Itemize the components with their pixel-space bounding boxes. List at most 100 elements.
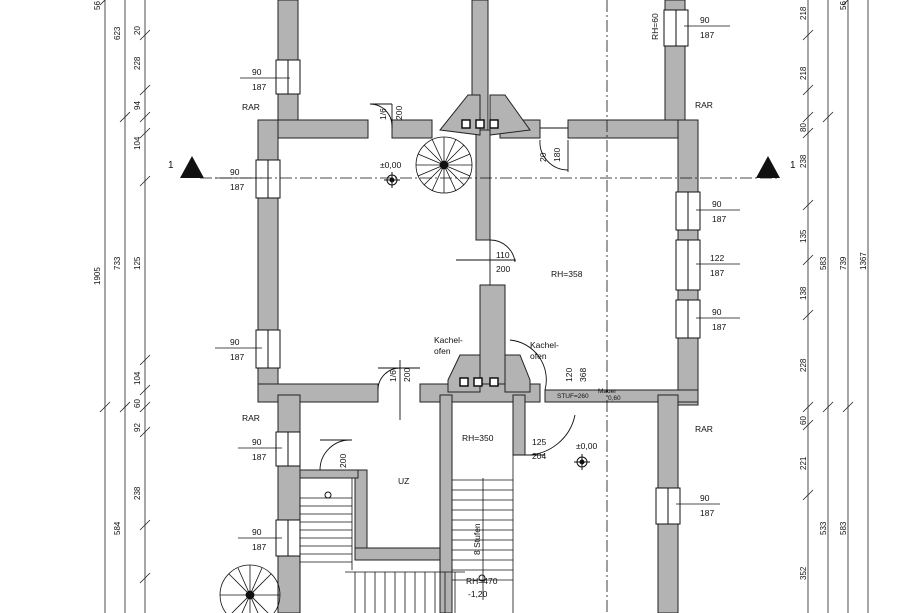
w-right-1-w: 90	[712, 199, 722, 209]
rh-470-label: RH=470	[466, 576, 498, 586]
dim-right-e: 135	[799, 229, 808, 243]
section-label-left: 1	[168, 160, 174, 171]
level-markers	[324, 172, 590, 582]
dim-left-l: 56	[93, 1, 102, 10]
right-dimension-chain	[802, 0, 854, 613]
d-bottom-room-w: 1/6	[388, 370, 398, 382]
dim-right-h: 221	[799, 456, 808, 470]
w-left-mid-w: 90	[230, 167, 240, 177]
kachelofen-left-2: ofen	[434, 346, 451, 356]
windows-right	[655, 9, 701, 525]
dim-left-e: 104	[133, 371, 142, 385]
small-note-b: 0,60	[608, 395, 621, 402]
spiral-stair-bottom	[219, 564, 281, 613]
small-note-a: Mauer	[598, 388, 617, 395]
stair-flight-bottom	[345, 571, 465, 613]
stufen-label: 8 Stufen	[472, 523, 482, 555]
stair-flight-middle	[452, 455, 514, 613]
rar-upper-right: RAR	[695, 100, 713, 110]
left-dimension-texts: 1905 733 584 125 104 238 104 228 94 60 9…	[93, 1, 142, 535]
dim-left-i: 94	[133, 101, 142, 110]
w-left-low2-w: 90	[252, 437, 262, 447]
rar-lower-right: RAR	[695, 424, 713, 434]
dim-right-j2: 218	[799, 66, 808, 80]
section-line	[180, 0, 780, 613]
dim-right-d: 238	[799, 154, 808, 168]
w-left-bottom-w: 90	[252, 527, 262, 537]
w-left-low-h: 187	[230, 352, 244, 362]
dim-right-c: 533	[819, 521, 828, 535]
rar-upper-left: RAR	[242, 102, 260, 112]
d-bottom-room-h: 200	[402, 368, 412, 382]
w-right-2-w: 122	[710, 253, 724, 263]
w-left-top-w: 90	[252, 67, 262, 77]
windows-left	[255, 59, 301, 557]
chimneys	[459, 119, 499, 387]
dim-left-c: 584	[113, 521, 122, 535]
w-right-2-h: 187	[710, 268, 724, 278]
wall-diagonal-top	[439, 94, 481, 136]
dim-right-i: 352	[799, 566, 808, 580]
rh-350-label: RH=350	[462, 433, 494, 443]
d-mid-w: 110	[496, 250, 510, 260]
d-top-w: 1/6	[378, 108, 388, 120]
section-label-right: 1	[790, 160, 796, 171]
left-dimension-chain	[99, 0, 151, 613]
uz-label: UZ	[398, 476, 409, 486]
d-stair-w: 200	[338, 454, 348, 468]
stove-wall-left	[447, 354, 481, 393]
dim-left-j: 60	[133, 399, 142, 408]
d-right-top-h: 180	[552, 148, 562, 162]
spiral-stair-top	[415, 136, 473, 194]
dim-right-a: 739	[839, 256, 848, 270]
dim-left-g: 20	[133, 26, 142, 35]
rar-lower-left: RAR	[242, 413, 260, 423]
dim-left-f: 238	[133, 486, 142, 500]
kachelofen-right-1: Kachel-	[530, 340, 559, 350]
d-lower-h: 204	[532, 451, 546, 461]
dim-left-e2: 104	[133, 136, 142, 150]
dim-right-b: 583	[819, 256, 828, 270]
w-right-top-w: 90	[700, 15, 710, 25]
kachelofen-right-2: ofen	[530, 351, 547, 361]
w-right-1-h: 187	[712, 214, 726, 224]
dim-right-g: 228	[799, 358, 808, 372]
dim-left-total: 1905	[93, 267, 102, 285]
w-right-4-w: 90	[700, 493, 710, 503]
bottom-small-text: STUF=260	[557, 393, 589, 400]
d-sm1-w: 120	[564, 368, 574, 382]
stove-wall-right	[504, 354, 531, 393]
level-top: ±0,00	[380, 160, 401, 170]
w-right-top-h: 187	[700, 30, 714, 40]
w-left-low-w: 90	[230, 337, 240, 347]
dim-right-k: 56	[839, 1, 848, 10]
kachelofen-left-1: Kachel-	[434, 335, 463, 345]
w-right-4-h: 187	[700, 508, 714, 518]
wall-diagonal-top-right	[489, 94, 531, 136]
dim-left-a: 733	[113, 256, 122, 270]
dim-left-d: 125	[133, 256, 142, 270]
level-stair: -1,20	[468, 589, 488, 599]
dim-right-f: 138	[799, 286, 808, 300]
rh-358-label: RH=358	[551, 269, 583, 279]
window-labels-right: 90 187 90 187 122 187 90 187 90 187	[676, 15, 740, 518]
w-left-top-h: 187	[252, 82, 266, 92]
w-left-mid-h: 187	[230, 182, 244, 192]
dim-left-h: 228	[133, 56, 142, 70]
level-right: ±0,00	[576, 441, 597, 451]
d-top-h: 200	[394, 106, 404, 120]
window-labels-left: 90 187 90 187 90 187 90 187 90 187	[215, 67, 290, 552]
d-mid-h: 200	[496, 264, 510, 274]
dim-right-total: 1367	[859, 252, 868, 270]
w-right-3-w: 90	[712, 307, 722, 317]
dim-left-b: 623	[113, 26, 122, 40]
door-labels: 1/6 200 20 180 110 200 125 204 1/6 200 1…	[338, 106, 588, 468]
dim-right-l: 80	[799, 123, 808, 132]
dim-right-j: 218	[799, 6, 808, 20]
d-sm1-h: 368	[578, 368, 588, 382]
walls	[257, 0, 699, 613]
w-left-bottom-h: 187	[252, 542, 266, 552]
w-right-3-h: 187	[712, 322, 726, 332]
stair-flight-left	[299, 478, 353, 613]
